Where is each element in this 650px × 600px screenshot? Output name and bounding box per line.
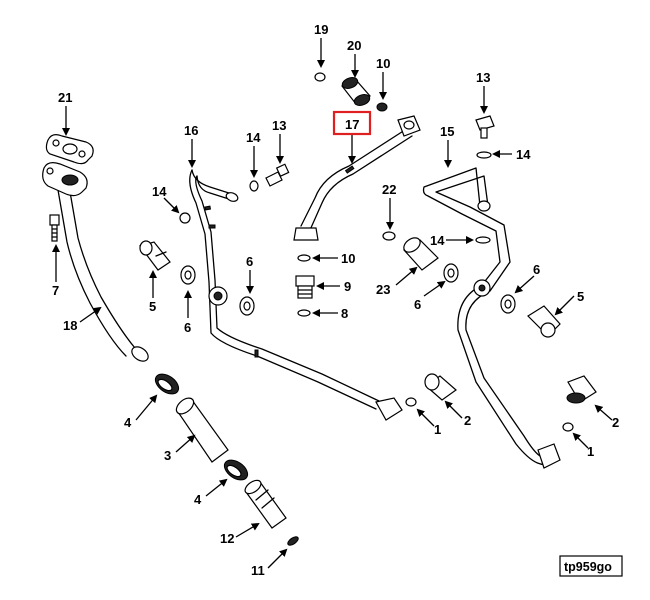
callout-22: 22 [382,182,396,197]
washer-6-centre [443,263,459,283]
bolt-13-mid [265,163,290,187]
callout-12: 12 [220,531,234,546]
o-ring-10-top [376,102,388,112]
clamp-4-upper [154,373,180,395]
hose-3 [175,397,229,463]
washer-14-right [475,236,491,244]
clamp-4-lower [223,459,249,481]
washer-14-mid [249,180,259,192]
callout-10-top: 10 [376,56,390,71]
bolt-7 [49,214,60,242]
o-ring-1-right [562,422,574,432]
fitting-2-right [566,375,597,404]
callout-1-right: 1 [587,444,594,459]
callout-6-mid: 6 [246,254,253,269]
washer-6-mid [239,296,255,316]
callout-2-centre: 2 [464,413,471,428]
callout-13-right: 13 [476,70,490,85]
o-ring-10-centre [297,254,311,262]
tube-flange [42,162,88,197]
callout-5-right: 5 [577,289,584,304]
oil-line-17 [293,115,421,241]
callout-14-left: 14 [152,184,167,199]
washer-6-left [180,265,196,285]
connector-23 [403,237,439,271]
callout-14-mid: 14 [246,130,261,145]
fitting-9 [295,275,315,299]
reference-code: tp959go [564,560,612,574]
callout-2-right: 2 [612,415,619,430]
drain-tube-18 [57,183,149,362]
banjo-bolt-5-left [138,240,171,271]
reference-code-box: tp959go [559,555,623,577]
supply-line-16 [189,168,403,421]
callout-11: 11 [251,563,265,578]
o-ring-1-centre [405,397,417,407]
fitting-2-centre [424,373,457,401]
bolt-13-right [475,115,495,139]
callout-7: 7 [52,283,59,298]
callout-19: 19 [314,22,328,37]
washer-14-right-top [476,151,492,159]
callout-8: 8 [341,306,348,321]
callout-4-upper: 4 [124,415,132,430]
callout-17: 17 [345,117,359,132]
callout-17-highlight-box [332,110,372,136]
callout-16: 16 [184,123,198,138]
callout-6-left: 6 [184,320,191,335]
o-ring-19 [314,72,326,82]
callout-10-centre: 10 [341,251,355,266]
callout-13-mid: 13 [272,118,286,133]
o-ring-22 [382,231,396,241]
connector-20 [341,77,371,106]
callout-14-right-top: 14 [516,147,531,162]
oil-line-15 [422,167,561,469]
callout-15: 15 [440,124,454,139]
callout-14-right: 14 [430,233,445,248]
callout-arrows [52,38,613,569]
washer-6-right [500,294,516,314]
o-ring-8 [297,309,311,317]
adapter-12 [244,479,287,529]
callout-5-left: 5 [149,299,156,314]
callout-9: 9 [344,279,351,294]
callout-18: 18 [63,318,77,333]
washer-14-left [179,212,191,224]
callout-21: 21 [58,90,72,105]
banjo-bolt-5-right [527,305,561,338]
callout-3: 3 [164,448,171,463]
callout-labels: 19 20 10 17 13 14 15 21 16 14 14 13 22 1… [52,22,619,578]
o-ring-11 [287,536,299,546]
callout-1-centre: 1 [434,422,441,437]
callout-20: 20 [347,38,361,53]
callout-6-right: 6 [533,262,540,277]
gasket-21 [45,134,94,165]
callout-6-centre: 6 [414,297,421,312]
callout-23: 23 [376,282,390,297]
callout-4-lower: 4 [194,492,202,507]
